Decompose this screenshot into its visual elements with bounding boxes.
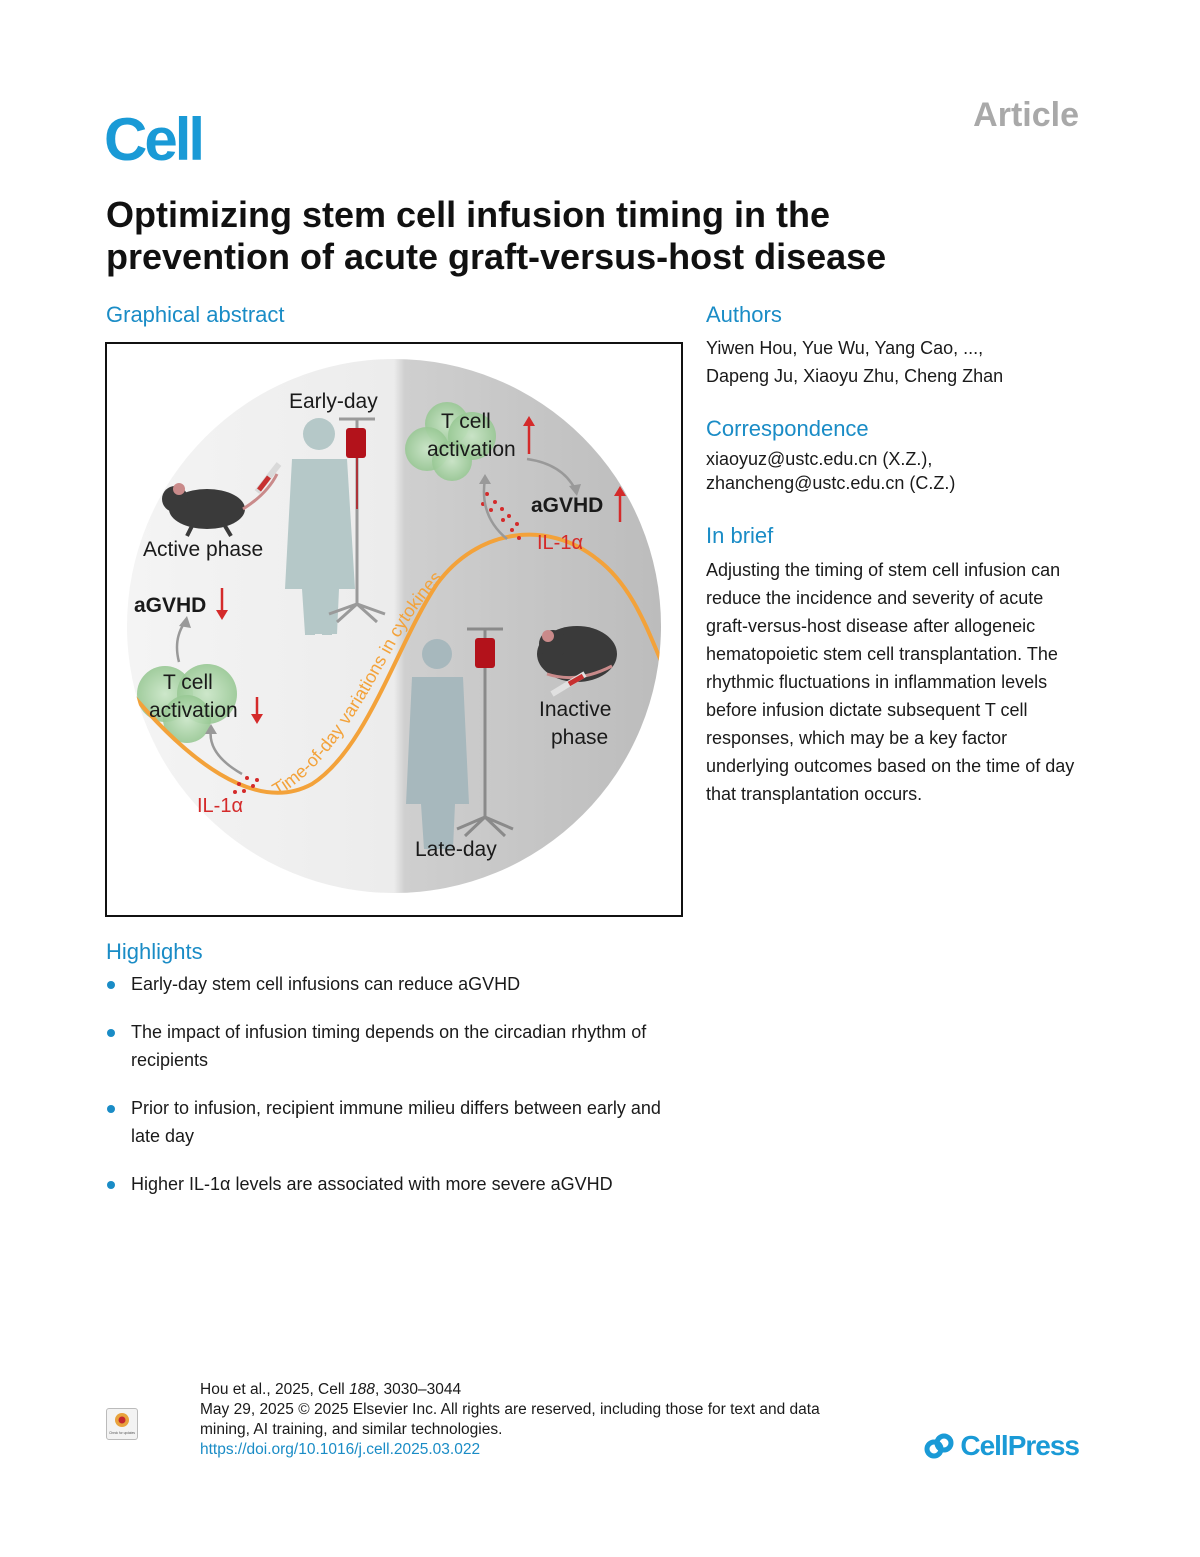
arrow-head-1 [205,724,217,734]
il1a-dots-bottom [233,776,259,794]
graphical-abstract-figure: Time-of-day variations in cytokines [105,342,683,917]
up-arrow-head-tcell-top [523,416,535,426]
citation-volume: 188 [349,1381,375,1398]
article-type-label: Article [973,96,1079,134]
cellpress-logo: CellPress [924,1430,1080,1462]
arrow-head-2 [179,616,191,628]
background-disc [127,359,661,893]
cellpress-mark-icon [924,1433,954,1459]
citation-footer: Hou et al., 2025, Cell 188, 3030–3044 Ma… [200,1380,840,1460]
highlight-text: Prior to infusion, recipient immune mili… [131,1098,661,1146]
tcell-cluster-bottom-icon [137,664,237,743]
arrow-il1a-to-tcell-top [482,478,508,540]
crossmark-label: Check for updates [109,1431,135,1435]
label-inactive-line2: phase [551,726,608,749]
highlight-text: Higher IL-1α levels are associated with … [131,1174,613,1194]
check-for-updates-icon[interactable]: Check for updates [106,1408,138,1440]
authors-heading: Authors [706,302,782,327]
graphical-abstract-svg: Time-of-day variations in cytokines [127,359,661,893]
in-brief-text: Adjusting the timing of stem cell infusi… [706,560,1075,804]
label-active-phase: Active phase [143,538,263,561]
cellpress-wordmark: CellPress [960,1430,1080,1461]
down-arrow-head-tcell-bottom [251,714,263,724]
in-brief-heading: In brief [706,523,774,548]
label-agvhd-top: aGVHD [531,494,603,517]
rights-statement: May 29, 2025 © 2025 Elsevier Inc. All ri… [200,1401,820,1438]
highlight-text: Early-day stem cell infusions can reduce… [131,974,521,994]
cytokine-curve-line [127,532,661,795]
highlight-text: The impact of infusion timing depends on… [131,1022,647,1070]
email-1[interactable]: xiaoyuz@ustc.edu.cn (X.Z.), [706,449,933,469]
crossmark-svg: Check for updates [109,1413,135,1435]
authors-line-2: Dapeng Ju, Xiaoyu Zhu, Cheng Zhan [706,366,1004,386]
il1a-dots-top [481,492,521,540]
label-tcell-top-1: T cell [441,410,491,433]
label-early-day: Early-day [289,390,378,413]
inactive-syringe-icon [550,671,587,697]
highlight-item: Prior to infusion, recipient immune mili… [106,1094,691,1150]
label-agvhd-bottom: aGVHD [134,594,206,617]
label-tcell-bottom-1: T cell [163,671,213,694]
highlight-item: The impact of infusion timing depends on… [106,1018,671,1074]
citation-prefix: Hou et al., 2025, Cell [200,1381,350,1398]
tcell-cluster-top-icon [405,402,496,481]
down-arrow-head-agvhd [216,610,228,620]
email-2[interactable]: zhancheng@ustc.edu.cn (C.Z.) [706,473,956,493]
active-mouse-icon [162,473,279,538]
label-tcell-bottom-2: activation [149,699,238,722]
bullet-icon [107,1105,115,1113]
arrow-head-4 [569,484,581,496]
journal-logo: Cell [104,106,205,173]
bullet-icon [107,1029,115,1037]
label-il1a-bottom: IL-1α [197,795,243,817]
arrow-head-3 [479,474,491,484]
title-line-1: Optimizing stem cell infusion timing in … [106,194,831,235]
graphical-abstract-heading: Graphical abstract [106,302,285,327]
title-line-2: prevention of acute graft-versus-host di… [106,236,887,277]
correspondence-emails: xiaoyuz@ustc.edu.cn (X.Z.), zhancheng@us… [706,447,1106,495]
late-day-patient-icon [406,639,469,849]
authors-line-1: Yiwen Hou, Yue Wu, Yang Cao, ..., [706,338,984,358]
highlights-heading: Highlights [106,939,203,964]
citation-pages: , 3030–3044 [374,1381,462,1398]
label-inactive-line1: Inactive [539,698,611,721]
inactive-mouse-icon [537,626,617,682]
label-il1a-top: IL-1α [537,532,583,554]
correspondence-heading: Correspondence [706,416,869,441]
label-late-day: Late-day [415,838,497,861]
arrow-tcell-to-agvhd-top [526,457,577,490]
active-syringe-icon [254,462,282,494]
authors-list: Yiwen Hou, Yue Wu, Yang Cao, ..., Dapeng… [706,334,1106,390]
early-day-patient-icon [285,418,355,635]
highlight-item: Early-day stem cell infusions can reduce… [106,970,706,998]
up-arrow-head-agvhd [614,486,626,496]
bullet-icon [107,981,115,989]
early-day-iv-stand-icon [328,417,386,624]
label-tcell-top-2: activation [427,438,516,461]
doi-link[interactable]: https://doi.org/10.1016/j.cell.2025.03.0… [200,1441,481,1458]
citation-line: Hou et al., 2025, Cell 188, 3030–3044 [200,1380,840,1400]
bullet-icon [107,1181,115,1189]
highlight-item: Higher IL-1α levels are associated with … [106,1170,731,1198]
highlights-list: Early-day stem cell infusions can reduce… [106,970,706,1218]
article-title: Optimizing stem cell infusion timing in … [106,194,1106,278]
late-day-iv-stand-icon [456,627,514,838]
